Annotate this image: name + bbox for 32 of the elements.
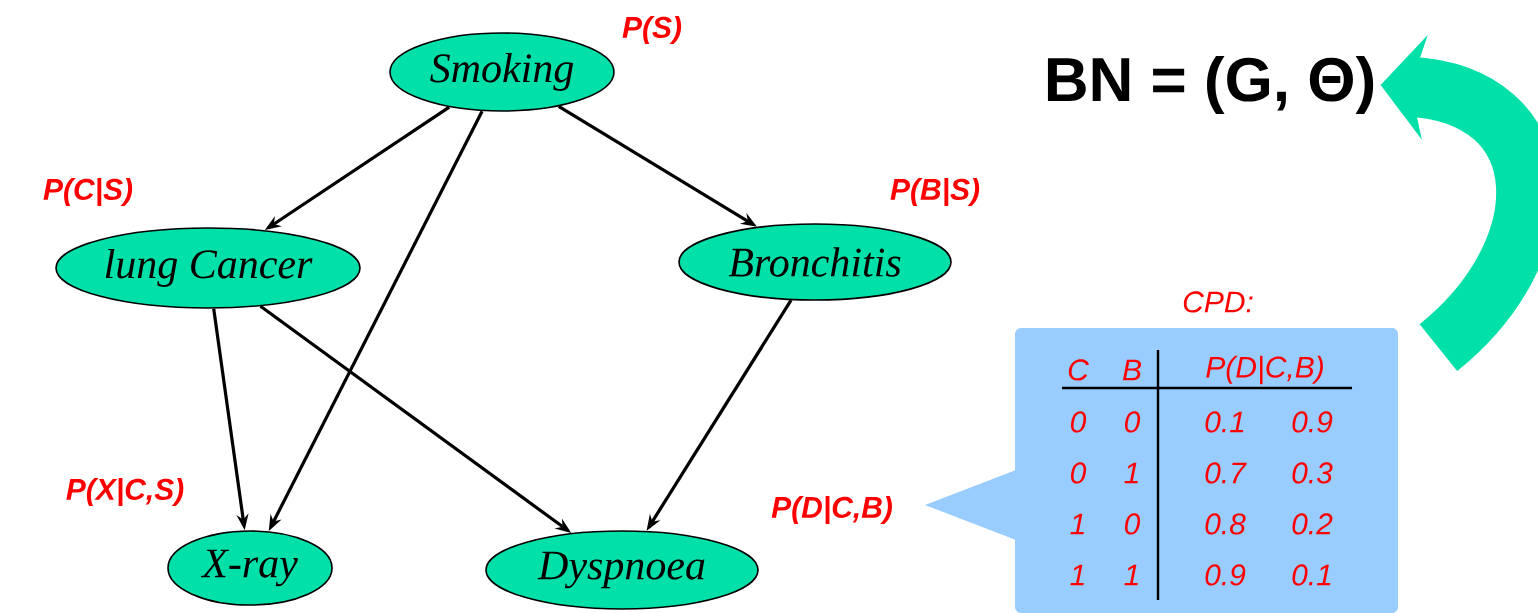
- table-cell: 0: [1071, 462, 1087, 484]
- table-cell: 0.3: [1292, 462, 1333, 484]
- table-cell: 1: [1070, 564, 1084, 586]
- table-cell: 0.1: [1292, 564, 1331, 586]
- table-cell: 1: [1124, 564, 1138, 586]
- probability-label: P(B|S): [890, 178, 980, 206]
- probability-label: P(C|S): [43, 178, 133, 206]
- table-cell: 0.1: [1205, 411, 1244, 433]
- table-cell: 0.7: [1205, 462, 1247, 484]
- table-cell: 0.9: [1205, 564, 1246, 586]
- table-cell: 0: [1125, 513, 1141, 535]
- probability-label: P(S): [622, 16, 682, 44]
- table-cell: 0: [1125, 411, 1141, 433]
- ellipse-node: Dyspnoea: [485, 530, 759, 610]
- table-cell: B: [1122, 359, 1141, 381]
- ellipse-node: Smoking: [389, 32, 615, 112]
- probability-label: P(X|C,S): [66, 478, 184, 506]
- table-cell: 1: [1124, 462, 1138, 484]
- heading-text: CPD:: [1183, 291, 1253, 313]
- ellipse-node: Bronchitis: [678, 223, 952, 301]
- table-cell: C: [1068, 359, 1089, 381]
- formula-text: BN = (G, Θ): [1047, 56, 1374, 114]
- table-cell: 0: [1071, 411, 1087, 433]
- ellipse-node: lung Cancer: [55, 227, 361, 309]
- table-cell: 0.2: [1292, 513, 1333, 535]
- table-cell: 0.8: [1205, 513, 1246, 535]
- table-cell: 1: [1070, 513, 1084, 535]
- table-cell: P(D|C,B): [1206, 355, 1323, 385]
- probability-label: P(D|C,B): [771, 496, 892, 524]
- callout-box: [925, 328, 1398, 613]
- table-cell: 0.9: [1292, 411, 1333, 433]
- ellipse-node: X-ray: [167, 530, 333, 606]
